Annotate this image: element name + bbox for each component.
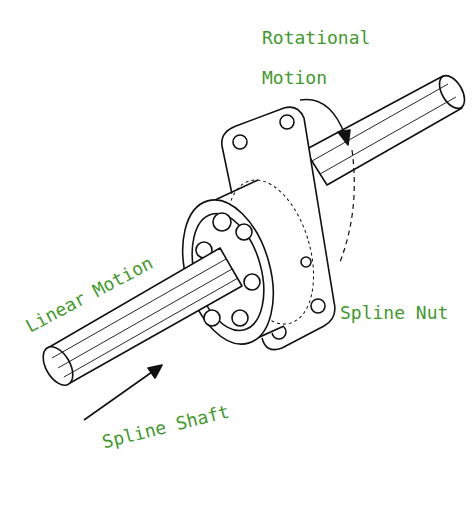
ball: [244, 274, 260, 290]
rotation-arrow: [300, 99, 345, 135]
flange-hole: [301, 257, 311, 267]
shaft-right: [305, 76, 462, 185]
arrow-head: [148, 365, 162, 378]
spline-groove: [320, 97, 456, 174]
ball: [204, 310, 220, 326]
ball: [236, 224, 252, 240]
spline-groove: [312, 84, 448, 161]
shaft-end: [37, 342, 79, 390]
flange-hole: [280, 115, 294, 129]
flange-hole: [311, 299, 325, 313]
nut-flange: [222, 107, 335, 350]
part-label: Spline Nut: [340, 302, 448, 324]
part-label: Spline Shaft: [100, 401, 232, 454]
motion-label: Rotational Motion: [262, 18, 382, 98]
linear-arrow: [84, 372, 152, 420]
arrow-head: [338, 130, 350, 145]
ball: [232, 310, 248, 326]
flange-hole: [233, 135, 247, 149]
ball: [213, 213, 231, 231]
rotation-path: [340, 150, 354, 262]
